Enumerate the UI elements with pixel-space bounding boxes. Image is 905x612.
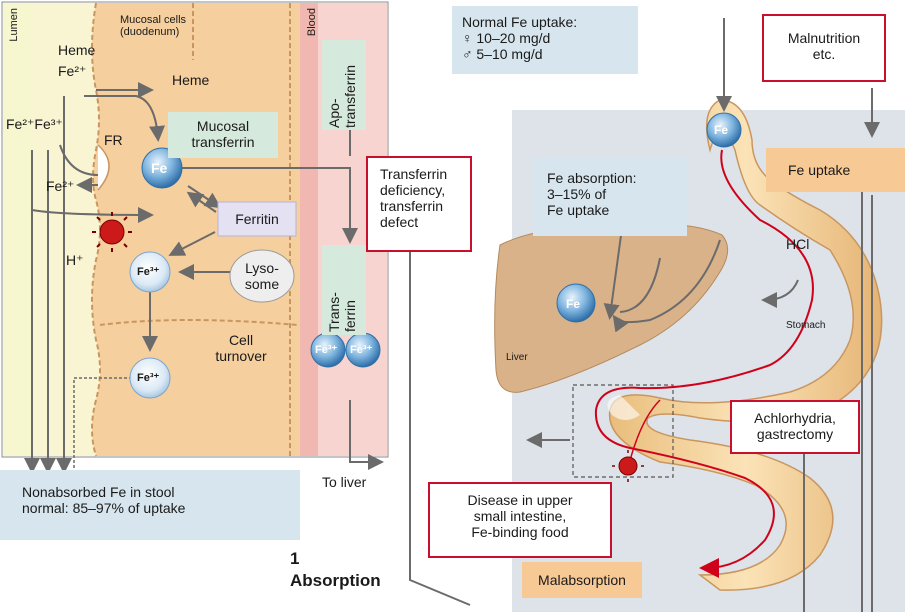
fe2plus-label: Fe²⁺ xyxy=(58,63,86,79)
transferrin-label: Trans-ferrin xyxy=(326,252,358,332)
heme-out-label: Heme xyxy=(172,72,209,88)
mucosal-cells-label: Mucosal cells (duodenum) xyxy=(120,14,186,38)
lumen-label: Lumen xyxy=(8,8,20,42)
stomach-label: Stomach xyxy=(786,320,825,332)
panel-title: 1 Absorption xyxy=(290,548,381,592)
fe3-pair-a-label: Fe³⁺ xyxy=(315,344,337,356)
cell-turnover-label: Cell turnover xyxy=(196,332,286,364)
fe-uptake-box: Fe uptake xyxy=(766,148,905,192)
heme-label: Heme xyxy=(58,42,95,58)
disease-box: Disease in upper small intestine, Fe-bin… xyxy=(428,482,612,558)
fe3-node2-label: Fe³⁺ xyxy=(137,372,159,384)
panel-number: 1 xyxy=(290,548,381,570)
hcl-label: HCl xyxy=(786,236,809,252)
apotransferrin-label: Apo-transferrin xyxy=(326,48,358,128)
liver-label: Liver xyxy=(506,352,528,364)
nonabsorbed-box: Nonabsorbed Fe in stool normal: 85–97% o… xyxy=(0,470,300,540)
fe3-pair-b-label: Fe³⁺ xyxy=(350,344,372,356)
normal-uptake-box: Normal Fe uptake: ♀ 10–20 mg/d ♂ 5–10 mg… xyxy=(452,6,638,74)
to-liver-label: To liver xyxy=(322,474,366,490)
achlorhydria-box: Achlorhydria, gastrectomy xyxy=(730,400,860,454)
panel-title-text: Absorption xyxy=(290,570,381,592)
fe3-node1-label: Fe³⁺ xyxy=(137,266,159,278)
fe2-fe3-label: Fe²⁺Fe³⁺ xyxy=(6,116,63,132)
transferrin-deficiency-box: Transferrin deficiency, transferrin defe… xyxy=(366,156,472,252)
lumen-region xyxy=(3,3,31,456)
fe-absorption-box: Fe absorption: 3–15% of Fe uptake xyxy=(533,158,687,236)
lysosome-label: Lyso- some xyxy=(230,260,294,292)
malabsorption-box: Malabsorption xyxy=(522,562,642,598)
blood-label: Blood xyxy=(306,8,318,36)
fe-liver-label: Fe xyxy=(566,296,580,312)
h-plus-label: H⁺ xyxy=(66,252,84,268)
fe-node-label: Fe xyxy=(151,160,167,176)
fe2-lower-label: Fe²⁺ xyxy=(46,178,74,194)
mucosal-transferrin-label: Mucosal transferrin xyxy=(168,118,278,150)
fe-top-label: Fe xyxy=(714,122,728,138)
fr-label: FR xyxy=(104,132,123,148)
ferritin-label: Ferritin xyxy=(218,211,296,227)
malnutrition-box: Malnutrition etc. xyxy=(762,14,886,82)
